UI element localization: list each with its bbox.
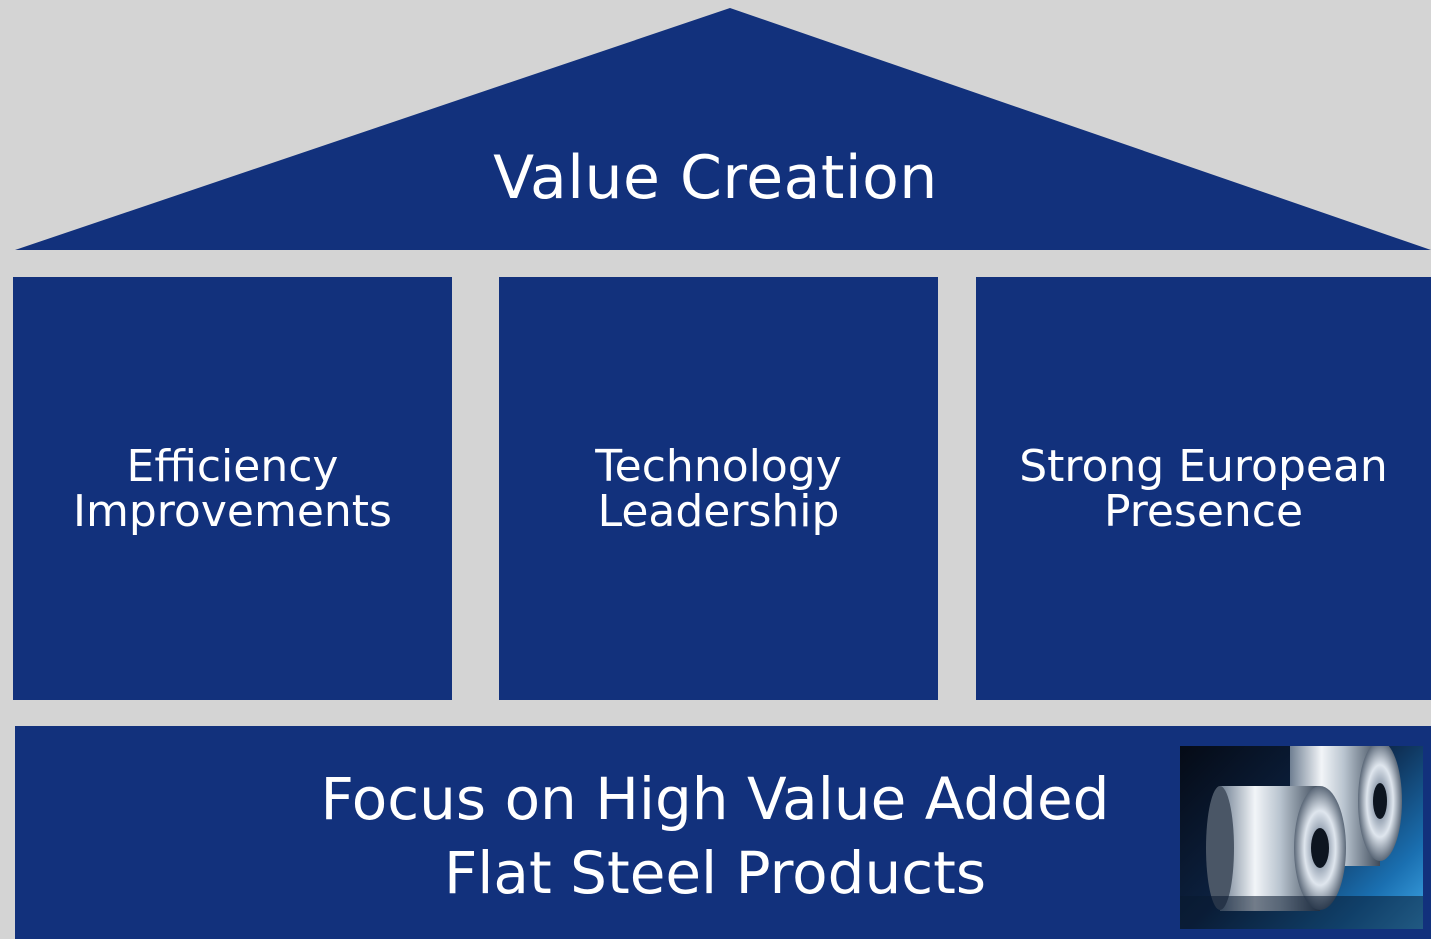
pillar-technology-leadership: Technology Leadership — [499, 277, 938, 700]
foundation-label-line1: Focus on High Value Added — [320, 765, 1110, 833]
pillar-label-line2: Leadership — [597, 485, 840, 537]
pillar-label-line2: Presence — [1103, 485, 1304, 537]
steel-coils-illustration — [1180, 746, 1423, 929]
pillar-strong-european-presence: Strong European Presence — [976, 277, 1431, 700]
foundation-label-line2: Flat Steel Products — [443, 839, 987, 907]
roof-triangle — [15, 8, 1431, 250]
foundation-label: Focus on High Value Added Flat Steel Pro… — [0, 762, 1430, 910]
pillar-label-line1: Technology — [595, 440, 842, 492]
pillar-label-line1: Efficiency — [126, 440, 339, 492]
pillar-label-line2: Improvements — [73, 485, 392, 537]
value-creation-title: Value Creation — [493, 143, 938, 213]
steel-coils-photo — [1180, 746, 1423, 929]
pillar-label-line1: Strong European — [1019, 440, 1388, 492]
pillar-efficiency-improvements: Efficiency Improvements — [13, 277, 452, 700]
